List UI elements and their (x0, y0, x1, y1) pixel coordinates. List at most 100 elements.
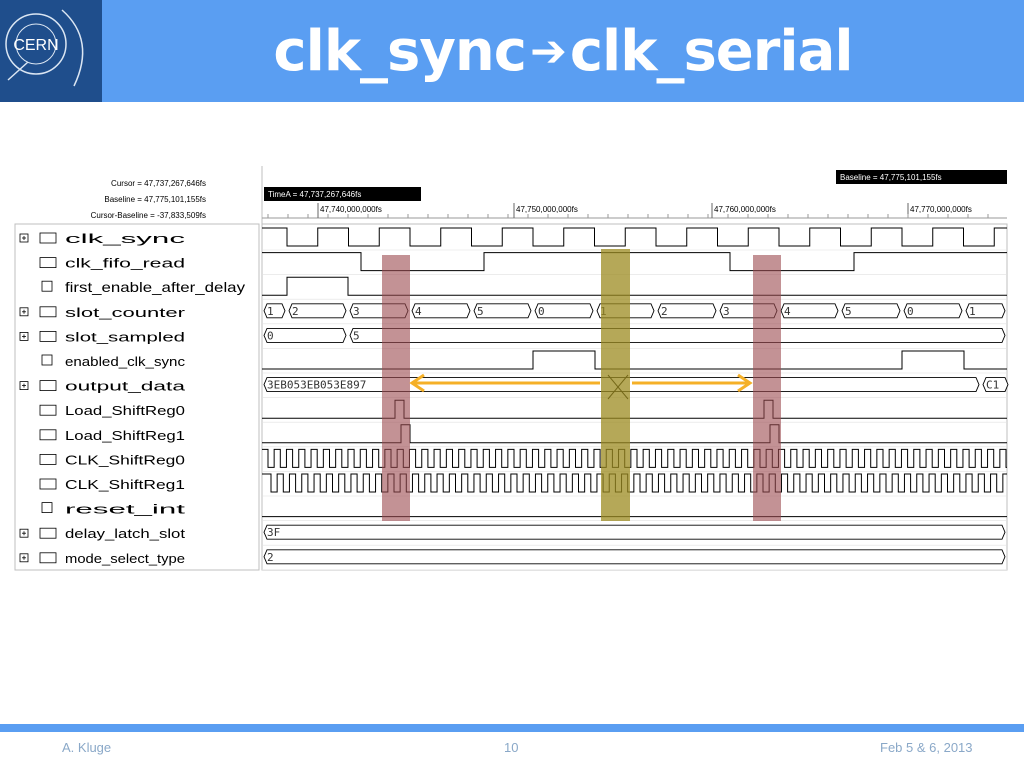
signal-type-icon (39, 330, 57, 342)
slot-counter-segment (903, 303, 963, 319)
baseline-marker[interactable] (836, 170, 1007, 184)
signal-name: Load_ShiftReg1 (65, 428, 185, 443)
signal-name: enabled_clk_sync (65, 354, 186, 369)
slide-header (0, 0, 1024, 102)
signal-type-icon (39, 232, 57, 244)
cursor-marker-label: TimeA = 47,737,267,646fs (268, 190, 361, 199)
signal-name: delay_latch_slot (65, 526, 185, 541)
slot-counter-value: 0 (538, 305, 545, 318)
signal-name: slot_counter (65, 305, 186, 320)
highlight-band-olive (601, 249, 630, 521)
signal-row[interactable]: CLK_ShiftReg1 (39, 477, 185, 492)
signal-row[interactable]: first_enable_after_delay (41, 279, 245, 295)
signal-row[interactable]: clk_fifo_read (39, 256, 185, 271)
cursor-info: Cursor = 47,737,267,646fs Baseline = 47,… (40, 176, 206, 224)
signal-type-icon (39, 552, 57, 564)
signal-row[interactable]: slot_sampled (19, 329, 185, 344)
signal-row[interactable]: Load_ShiftReg0 (39, 403, 185, 418)
slot-counter-value: 0 (907, 305, 914, 318)
slot-counter-value: 4 (415, 305, 422, 318)
ruler-tick-label: 47,750,000,000fs (516, 205, 578, 214)
footer-author: A. Kluge (62, 740, 112, 755)
first-enable-wave (262, 276, 1007, 296)
signal-name: reset_int (65, 502, 186, 517)
clk-sync-wave (262, 227, 1007, 247)
output-data-value: C1 (986, 379, 999, 392)
cursor-value: Cursor = 47,737,267,646fs (111, 179, 206, 188)
signal-row[interactable]: reset_int (41, 502, 186, 517)
slot-counter-segment (534, 303, 594, 319)
signal-type-icon (39, 380, 57, 392)
slot-counter-value: 1 (969, 305, 976, 318)
slot-counter-segment (780, 303, 839, 319)
signal-name: output_data (65, 379, 186, 394)
slot-counter-segment (263, 303, 286, 319)
title-left: clk_sync (273, 18, 527, 84)
cursor-marker[interactable] (264, 187, 421, 201)
signal-type-icon (39, 404, 57, 416)
waveform-panel (261, 223, 1008, 571)
title-right: clk_serial (569, 18, 854, 84)
slot-sampled-segment (349, 327, 1006, 343)
signal-row[interactable]: clk_sync (19, 231, 186, 246)
signal-row[interactable]: CLK_ShiftReg0 (39, 452, 185, 467)
slot-counter-value: 3 (353, 305, 360, 318)
signal-row[interactable]: output_data (19, 379, 186, 394)
baseline-marker-label: Baseline = 47,775,101,155fs (840, 173, 942, 182)
signal-box-icon (41, 280, 53, 292)
signal-name: CLK_ShiftReg0 (65, 452, 185, 467)
page-title: clk_sync ➔ clk_serial (102, 0, 1024, 102)
orange-arrows (409, 373, 753, 393)
signal-name: first_enable_after_delay (65, 279, 245, 295)
signal-type-icon (39, 478, 57, 490)
cursor-baseline-value: Cursor-Baseline = -37,833,509fs (90, 211, 206, 220)
delay-latch-value: 3F (267, 526, 280, 539)
signal-rows: clk_sync clk_fifo_read first_enable_after_… (19, 231, 1007, 571)
mode-select-value: 2 (267, 551, 274, 564)
slot-counter-segment (473, 303, 532, 319)
ruler-tick-label: 47,760,000,000fs (714, 205, 776, 214)
slot-counter-segment (841, 303, 901, 319)
highlight-band-red-2 (753, 255, 781, 521)
signal-type-icon (39, 453, 57, 465)
highlight-band-red-1 (382, 255, 410, 521)
enabled-clk-sync-wave (262, 350, 1007, 370)
cern-logo-icon: CERN (0, 0, 102, 102)
signal-name: mode_select_type (65, 551, 185, 566)
signal-name: clk_fifo_read (65, 256, 185, 271)
signal-box-icon (41, 502, 53, 514)
signal-row[interactable]: enabled_clk_sync (41, 354, 186, 369)
ruler-tick-label: 47,770,000,000fs (910, 205, 972, 214)
signal-name: clk_sync (65, 231, 186, 246)
signal-row[interactable]: Load_ShiftReg1 (39, 428, 185, 443)
cern-logo: CERN (0, 0, 102, 102)
signal-type-icon (39, 429, 57, 441)
slot-counter-segment (965, 303, 1006, 319)
output-data-value: 3EB053EB053E897 (267, 379, 366, 392)
slot-counter-segment (657, 303, 717, 319)
signal-name: slot_sampled (65, 329, 185, 344)
slot-counter-value: 5 (845, 305, 852, 318)
signal-name: CLK_ShiftReg1 (65, 477, 185, 492)
slot-counter-segment (288, 303, 347, 319)
slot-sampled-segment (263, 327, 347, 343)
signal-row[interactable]: delay_latch_slot (19, 526, 185, 541)
slot-counter-value: 5 (477, 305, 484, 318)
slot-counter-value: 3 (723, 305, 730, 318)
signal-name-panel (14, 223, 260, 571)
signal-row[interactable]: slot_counter (19, 305, 186, 320)
slot-sampled-value: 0 (267, 329, 274, 342)
signal-type-icon (39, 527, 57, 539)
footer-page-number: 10 (504, 740, 519, 755)
signal-name: Load_ShiftReg0 (65, 403, 185, 418)
signal-type-icon (39, 257, 57, 269)
footer-bar (0, 724, 1024, 732)
slot-counter-segment (411, 303, 471, 319)
output-data-segment (982, 377, 1009, 393)
arrow-right-icon: ➔ (529, 25, 567, 77)
signal-row[interactable]: mode_select_type (19, 551, 185, 566)
delay-latch-segment (263, 524, 1006, 540)
slot-counter-value: 2 (292, 305, 299, 318)
